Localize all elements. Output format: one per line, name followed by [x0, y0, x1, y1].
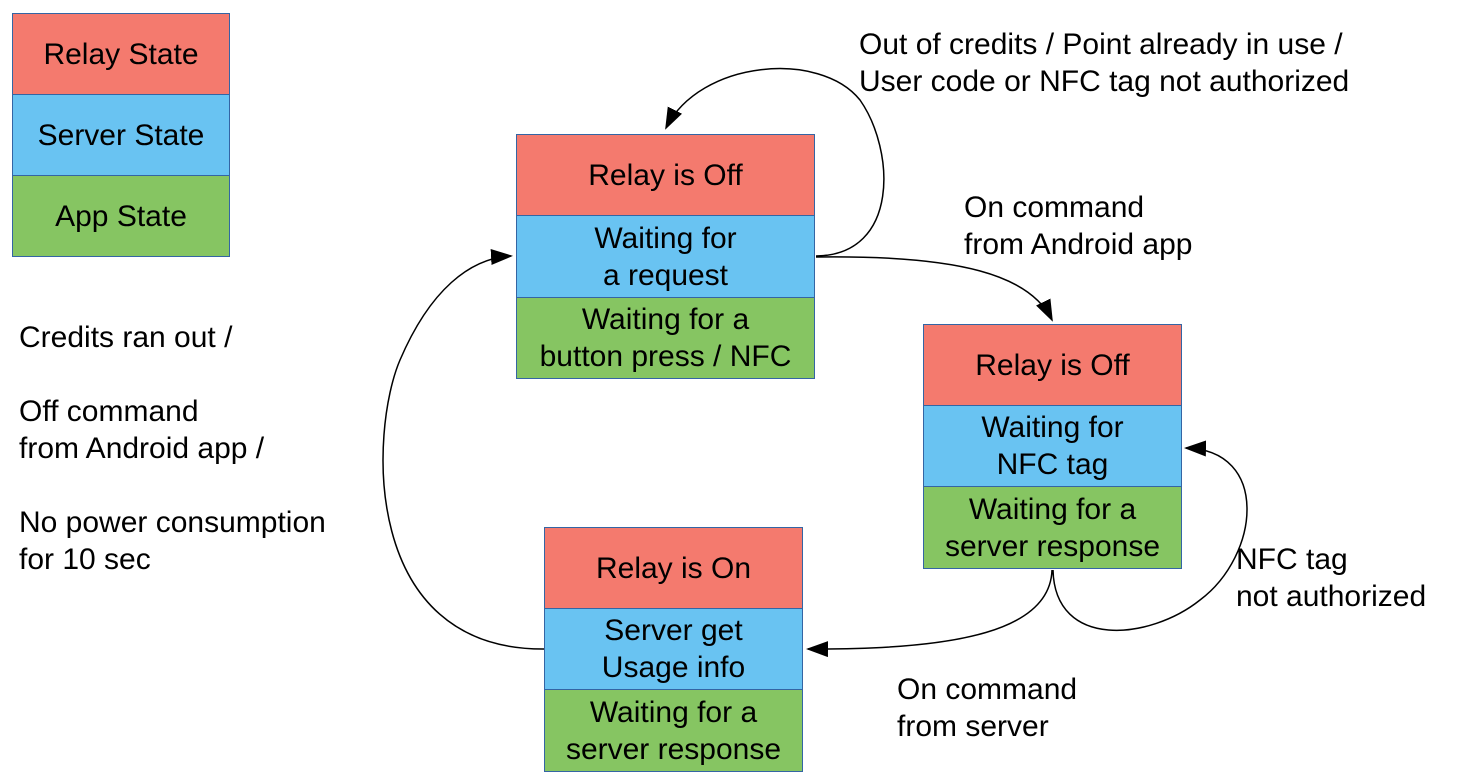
state-b-server: Waiting for NFC tag	[923, 405, 1182, 487]
state-b-relay: Relay is Off	[923, 324, 1182, 406]
state-c-server: Server get Usage info	[544, 608, 803, 690]
state-c-relay: Relay is On	[544, 527, 803, 609]
state-a-relay: Relay is Off	[516, 134, 815, 216]
label-c-to-a: Credits ran out / Off command from Andro…	[19, 321, 326, 576]
edge-a-to-b	[815, 256, 1053, 322]
legend-server-state: Server State	[12, 94, 230, 176]
edge-b-to-c	[806, 569, 1053, 658]
label-b-to-c: On command from server	[897, 673, 1078, 743]
edge-self-loop-a	[665, 67, 885, 257]
state-b-app: Waiting for a server response	[923, 486, 1182, 569]
edge-c-to-a	[382, 248, 545, 650]
legend-app-state: App State	[12, 175, 230, 257]
state-c-app: Waiting for a server response	[544, 689, 803, 772]
edge-self-loop-b	[1052, 440, 1248, 631]
label-self-loop-a: Out of credits / Point already in use / …	[859, 28, 1350, 98]
state-a-app: Waiting for a button press / NFC	[516, 297, 815, 379]
label-a-to-b: On command from Android app	[964, 191, 1193, 261]
label-self-loop-b: NFC tag not authorized	[1236, 543, 1427, 613]
legend-relay-state: Relay State	[12, 13, 230, 95]
